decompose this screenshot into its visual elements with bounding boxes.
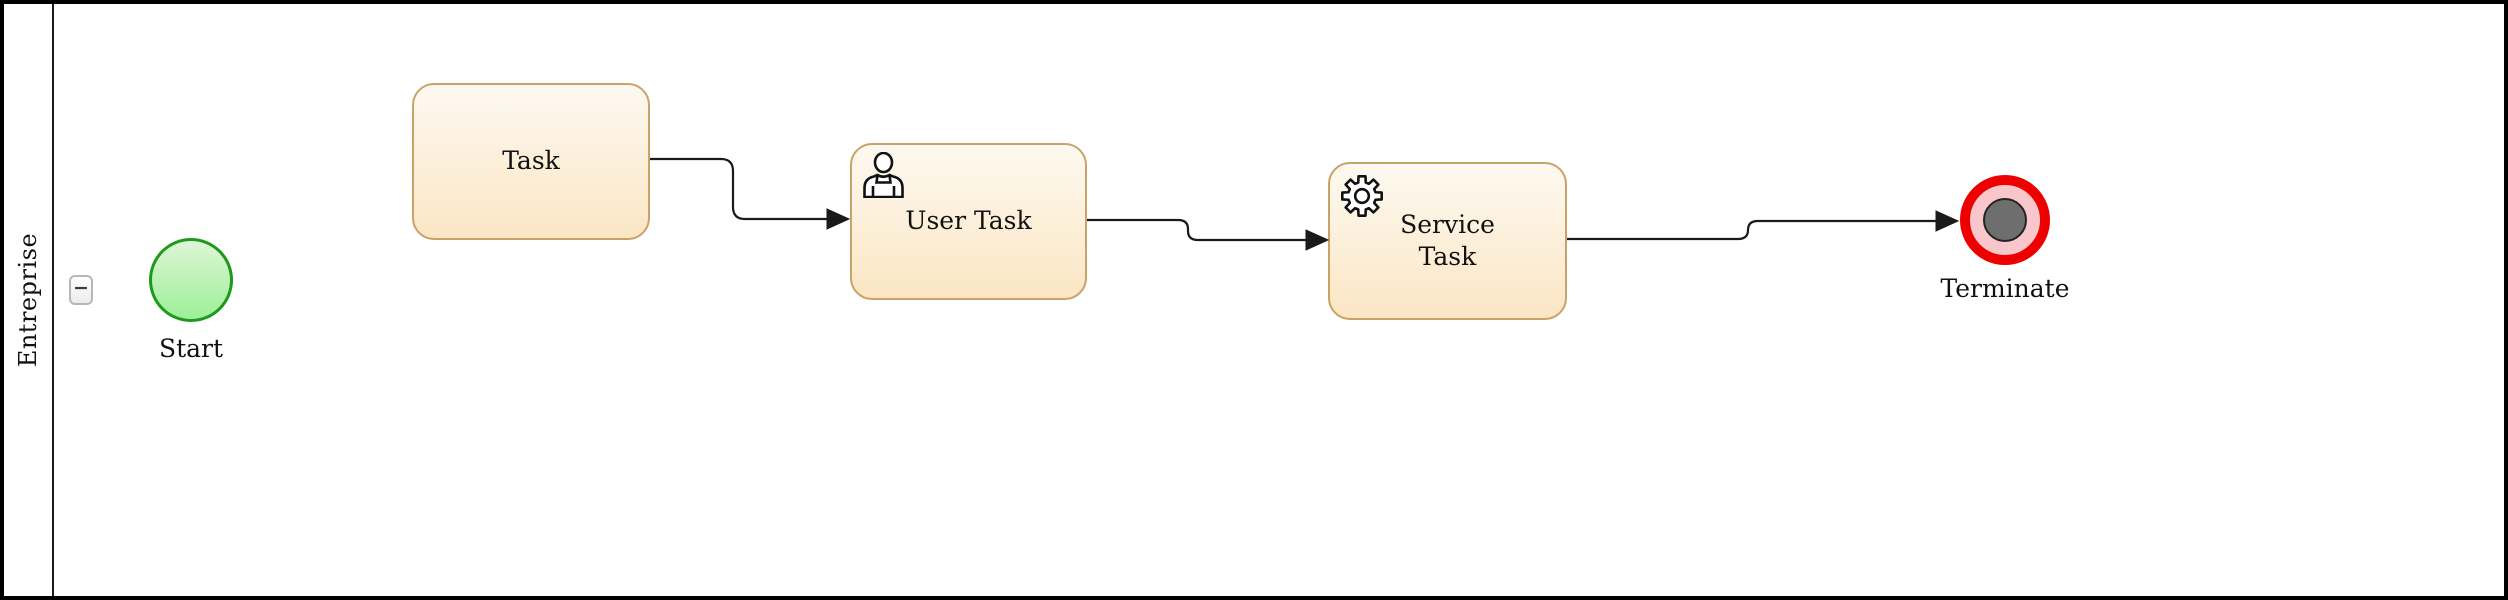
minus-icon: −: [73, 277, 89, 299]
arrowhead-icon: [1305, 229, 1330, 251]
sequence-flow-usertask-to-servicetask[interactable]: [1087, 218, 1330, 251]
sequence-flow-task-to-usertask[interactable]: [650, 157, 851, 230]
service-task-node[interactable]: Service Task: [1328, 162, 1567, 320]
service-task-label: Service Task: [1400, 209, 1495, 272]
start-event[interactable]: [149, 238, 233, 322]
lane-entreprise-header[interactable]: Entreprise: [4, 4, 54, 596]
sequence-flow-servicetask-to-terminate[interactable]: [1567, 210, 1960, 241]
start-event-label: Start: [158, 334, 224, 363]
user-icon: [863, 152, 904, 198]
task-label: Task: [502, 146, 560, 176]
user-task-node[interactable]: User Task: [850, 143, 1087, 300]
terminate-end-event[interactable]: [1960, 175, 2050, 265]
user-task-label: User Task: [905, 206, 1032, 236]
arrowhead-icon: [1935, 210, 1960, 232]
lane-collapse-button[interactable]: −: [69, 275, 93, 305]
terminate-core-icon: [1983, 198, 2027, 242]
terminate-event-label: Terminate: [1940, 274, 2070, 303]
arrowhead-icon: [826, 208, 851, 230]
task-node[interactable]: Task: [412, 83, 650, 240]
gear-icon: [1341, 175, 1383, 217]
